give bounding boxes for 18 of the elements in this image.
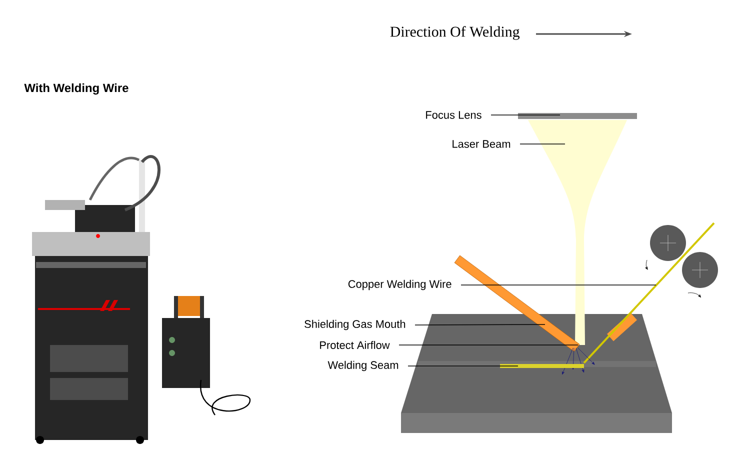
callout-label: Protect Airflow [320,340,390,350]
callout-label: Shielding Gas Mouth [304,320,406,330]
callout-label: Focus Lens [426,111,482,119]
welding-seam [500,364,584,368]
direction-label: Direction Of Welding [390,26,520,40]
callout-label: Welding Seam [328,360,398,372]
callout-label: Copper Welding Wire [348,280,452,290]
leader-line [398,344,578,346]
gas-nozzle [454,255,580,352]
callout-label: Laser Beam [452,140,510,148]
airflow-arrows [562,348,595,375]
welding-wire [583,222,715,364]
leader-line [460,284,656,286]
leader-line [414,324,546,326]
focus-lens [518,113,637,119]
heading: With Welding Wire [24,83,128,95]
leader-line [490,114,560,116]
laser-beam [528,120,627,345]
